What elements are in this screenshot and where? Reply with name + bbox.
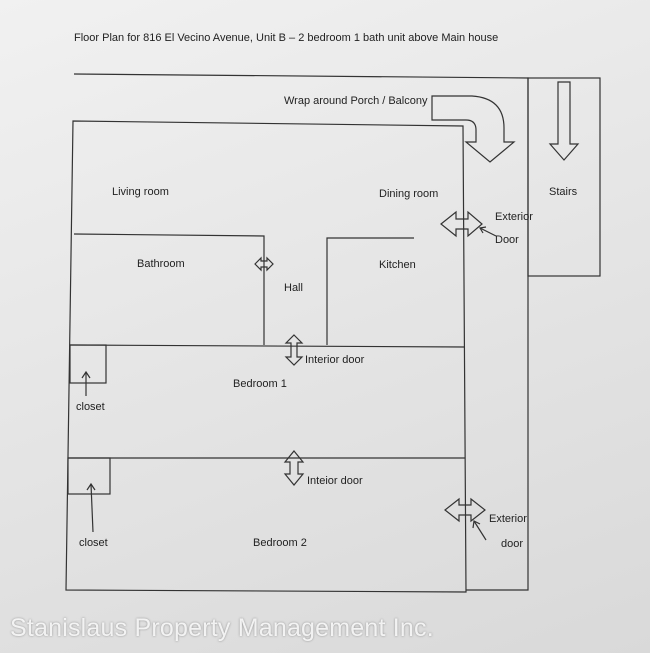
porch-arrow-icon: [431, 95, 516, 163]
closet-2-outline: [67, 457, 111, 495]
porch-outline: [73, 73, 529, 591]
exterior-door-bottom-label-2: door: [501, 538, 524, 550]
bathroom-label: Bathroom: [137, 258, 185, 270]
interior-door-2-icon: [283, 450, 305, 486]
exterior-wall: [65, 120, 467, 593]
watermark: Stanislaus Property Management Inc.: [10, 614, 434, 642]
exterior-door-bottom-icon: [444, 497, 486, 523]
exterior-door-top-label: Exterior: [495, 211, 533, 223]
stairs-label: Stairs: [549, 186, 578, 198]
closet-1-label: closet: [76, 401, 105, 413]
bathroom-door-icon: [254, 256, 274, 272]
exterior-door-top-icon: [440, 210, 483, 238]
bedroom-1-label: Bedroom 1: [233, 378, 287, 390]
plan-title: Floor Plan for 816 El Vecino Avenue, Uni…: [74, 32, 499, 44]
interior-door-1-icon: [284, 334, 304, 366]
interior-door-1-label: Interior door: [305, 354, 365, 366]
hall-label: Hall: [284, 282, 303, 294]
bedroom-2-label: Bedroom 2: [253, 537, 307, 549]
exterior-door-top-label-2: Door: [495, 234, 519, 246]
bedroom-1-wall: [69, 344, 466, 348]
living-room-label: Living room: [112, 186, 169, 198]
pointer-arrows: [81, 226, 497, 541]
kitchen-wall: [326, 237, 414, 345]
exterior-door-bottom-label: Exterior: [489, 513, 527, 525]
closet-2-label: closet: [79, 537, 108, 549]
stairs-arrow-icon: [548, 81, 580, 161]
interior-door-2-label: Inteior door: [307, 475, 363, 487]
porch-label: Wrap around Porch / Balcony: [284, 95, 428, 107]
kitchen-label: Kitchen: [379, 259, 416, 271]
stairs-outline: [527, 77, 601, 277]
bathroom-wall: [73, 233, 265, 345]
dining-room-label: Dining room: [379, 188, 439, 200]
closet-1-outline: [69, 344, 107, 384]
